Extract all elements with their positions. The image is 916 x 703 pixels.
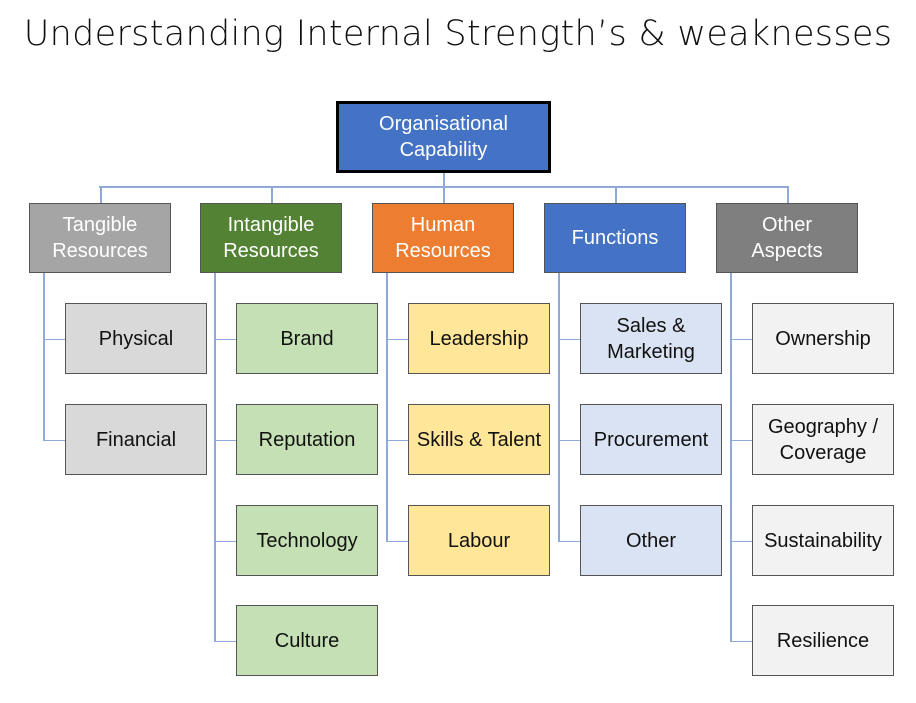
category-intangible-resources: Intangible Resources — [200, 203, 342, 273]
root-node-organisational-capability: Organisational Capability — [336, 101, 551, 173]
child-node-resilience: Resilience — [752, 605, 894, 676]
connector-root-down — [443, 173, 445, 187]
connector-child — [558, 338, 580, 340]
diagram-title: Understanding Internal Strength’s & weak… — [23, 14, 893, 54]
connector-child — [386, 540, 408, 542]
connector-child — [730, 540, 752, 542]
child-node-ownership: Ownership — [752, 303, 894, 374]
category-tangible-resources: Tangible Resources — [29, 203, 171, 273]
child-node-sales-marketing: Sales & Marketing — [580, 303, 722, 374]
connector-category-intangible-resources — [271, 186, 273, 203]
child-node-labour: Labour — [408, 505, 550, 576]
connector-child — [558, 540, 580, 542]
connector-child — [730, 439, 752, 441]
child-node-geography-coverage: Geography / Coverage — [752, 404, 894, 475]
connector-vertical-human-resources — [386, 273, 388, 541]
connector-category-human-resources — [443, 186, 445, 203]
child-node-skills-talent: Skills & Talent — [408, 404, 550, 475]
connector-child — [214, 540, 236, 542]
child-node-brand: Brand — [236, 303, 378, 374]
child-node-technology: Technology — [236, 505, 378, 576]
connector-category-tangible-resources — [100, 186, 102, 203]
connector-child — [386, 439, 408, 441]
connector-child — [214, 640, 236, 642]
category-functions: Functions — [544, 203, 686, 273]
connector-child — [214, 338, 236, 340]
connector-child — [214, 439, 236, 441]
child-node-leadership: Leadership — [408, 303, 550, 374]
connector-vertical-tangible-resources — [43, 273, 45, 440]
connector-category-functions — [615, 186, 617, 203]
child-node-financial: Financial — [65, 404, 207, 475]
child-node-reputation: Reputation — [236, 404, 378, 475]
child-node-other: Other — [580, 505, 722, 576]
child-node-sustainability: Sustainability — [752, 505, 894, 576]
connector-vertical-intangible-resources — [214, 273, 216, 641]
connector-child — [730, 640, 752, 642]
category-other-aspects: Other Aspects — [716, 203, 858, 273]
connector-child — [43, 439, 65, 441]
connector-child — [730, 338, 752, 340]
child-node-physical: Physical — [65, 303, 207, 374]
child-node-culture: Culture — [236, 605, 378, 676]
connector-child — [558, 439, 580, 441]
connector-child — [43, 338, 65, 340]
connector-category-other-aspects — [787, 186, 789, 203]
category-human-resources: Human Resources — [372, 203, 514, 273]
connector-vertical-other-aspects — [730, 273, 732, 641]
connector-vertical-functions — [558, 273, 560, 541]
connector-child — [386, 338, 408, 340]
child-node-procurement: Procurement — [580, 404, 722, 475]
